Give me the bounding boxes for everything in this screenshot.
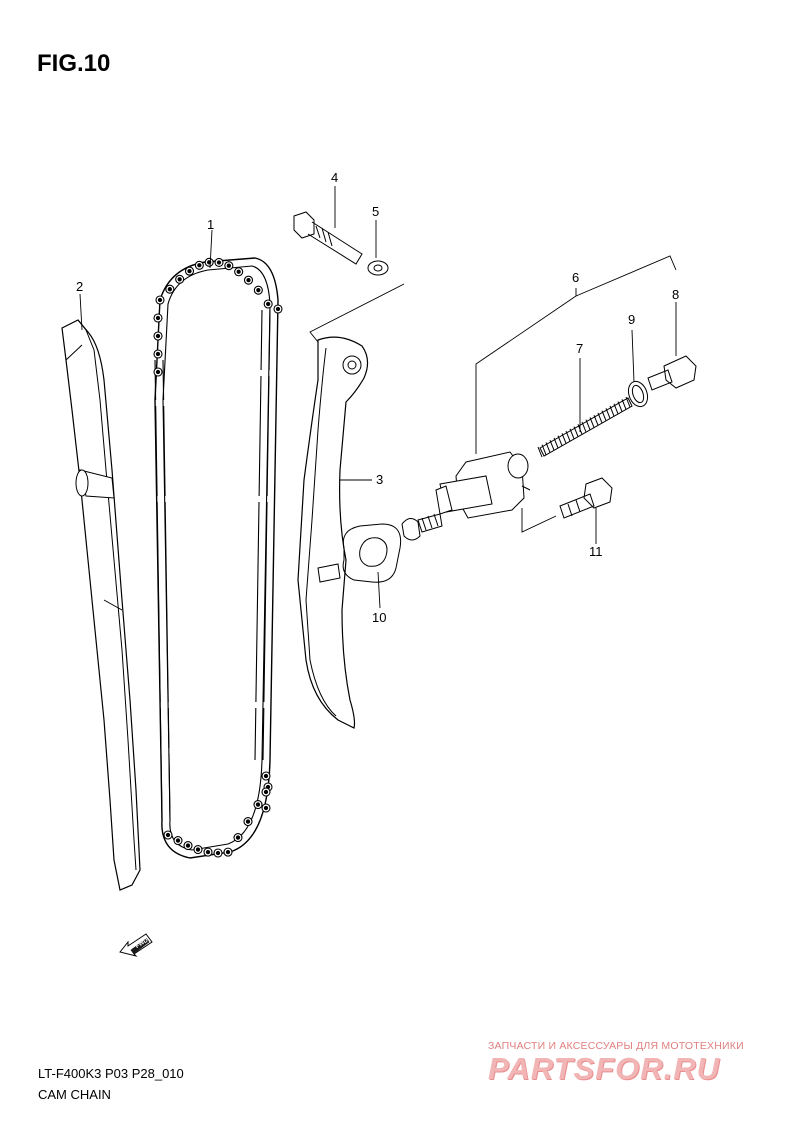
diagram-code: LT-F400K3 P03 P28_010 <box>38 1066 184 1081</box>
chain-pin <box>167 287 172 292</box>
callout-7: 7 <box>576 341 583 356</box>
callout-4: 4 <box>331 170 338 185</box>
tensioner-guide <box>297 336 369 729</box>
tensioner-bolt <box>559 477 613 519</box>
chain-pin <box>165 832 171 838</box>
chain-pin <box>216 260 222 265</box>
chain-pin <box>155 333 161 339</box>
chain-pin <box>225 849 231 855</box>
gasket <box>342 523 402 583</box>
watermark: ЗАПЧАСТИ И АКСЕССУАРЫ ДЛЯ МОТОТЕХНИКИ PA… <box>488 1040 788 1087</box>
callout-9: 9 <box>628 312 635 327</box>
chain-pin <box>155 315 161 321</box>
chain-pin <box>195 847 201 852</box>
chain-pin <box>175 838 181 843</box>
callout-5: 5 <box>372 204 379 219</box>
callout-2: 2 <box>76 279 83 294</box>
callout-11: 11 <box>589 544 603 559</box>
chain-pin <box>155 369 161 375</box>
chain-pin <box>187 268 192 274</box>
chain-pin <box>215 850 221 856</box>
chain-pin <box>185 843 191 848</box>
assembly-name: CAM CHAIN <box>38 1087 111 1102</box>
chain-pin <box>255 802 261 807</box>
chain-pin <box>155 351 161 357</box>
chain-guide-rear <box>61 319 141 891</box>
chain-pin <box>266 301 271 307</box>
tensioner-assembly <box>401 451 531 541</box>
washer <box>367 260 389 276</box>
chain-pin <box>177 277 182 282</box>
chain-links <box>153 257 283 858</box>
cam-chain <box>153 257 283 859</box>
chain-pin <box>263 805 269 811</box>
callout-3: 3 <box>376 472 383 487</box>
watermark-tagline: ЗАПЧАСТИ И АКСЕССУАРЫ ДЛЯ МОТОТЕХНИКИ <box>488 1040 744 1052</box>
chain-pin <box>263 773 269 779</box>
chain-pin <box>246 277 251 283</box>
guide-bolt <box>293 211 363 265</box>
watermark-logo: PARTSFOR.RU <box>488 1051 721 1086</box>
chain-pin <box>245 819 251 824</box>
chain-pin <box>226 263 231 268</box>
figure-title: FIG.10 <box>37 50 111 77</box>
leader-lines <box>79 186 677 609</box>
chain-pin <box>157 297 163 303</box>
chain-pin <box>256 288 261 293</box>
callout-1: 1 <box>207 217 214 232</box>
chain-pin <box>263 789 269 795</box>
callout-10: 10 <box>372 610 386 625</box>
forward-direction-arrow-icon: FWD <box>119 933 153 957</box>
chain-pin <box>235 835 241 840</box>
chain-pin <box>236 269 241 274</box>
callout-8: 8 <box>672 287 679 302</box>
chain-pin <box>275 306 281 312</box>
callout-6: 6 <box>572 270 579 285</box>
chain-pin <box>197 263 202 268</box>
plug-bolt <box>647 355 697 391</box>
chain-pin <box>205 849 211 855</box>
tensioner-spring <box>537 396 633 458</box>
